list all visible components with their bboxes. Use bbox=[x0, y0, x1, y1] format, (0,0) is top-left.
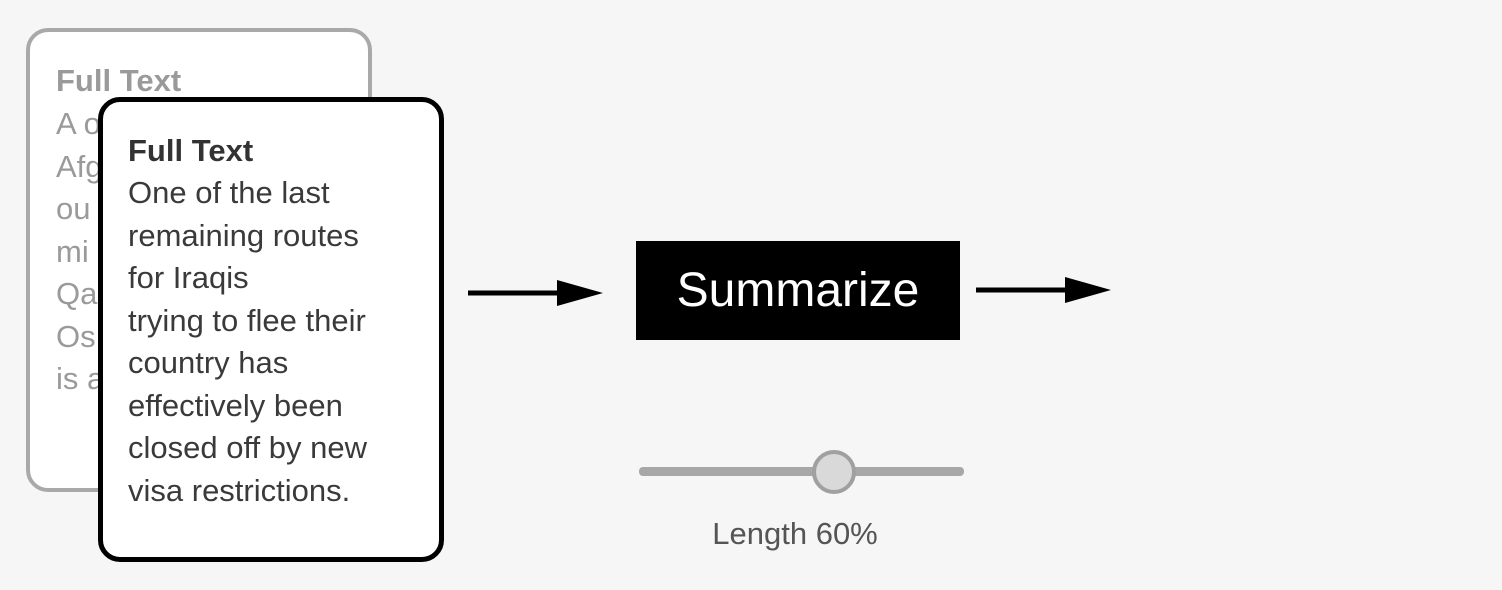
card-title: Full Text bbox=[56, 63, 182, 98]
arrow-input-to-summarize-icon bbox=[468, 280, 603, 306]
arrow-summarize-to-output-icon bbox=[976, 277, 1111, 303]
length-slider-thumb[interactable] bbox=[812, 450, 856, 494]
card-body-text: One of the last remaining routes for Ira… bbox=[128, 175, 367, 508]
length-value-text: 60% bbox=[815, 516, 878, 551]
full-text-card: Full Text One of the last remaining rout… bbox=[98, 97, 444, 562]
summarize-button[interactable]: Summarize bbox=[636, 241, 960, 340]
length-label-text: Length bbox=[712, 516, 808, 551]
length-slider-label: Length 60% bbox=[639, 514, 951, 554]
length-slider-track[interactable] bbox=[639, 467, 964, 476]
card-title: Full Text bbox=[128, 133, 254, 168]
